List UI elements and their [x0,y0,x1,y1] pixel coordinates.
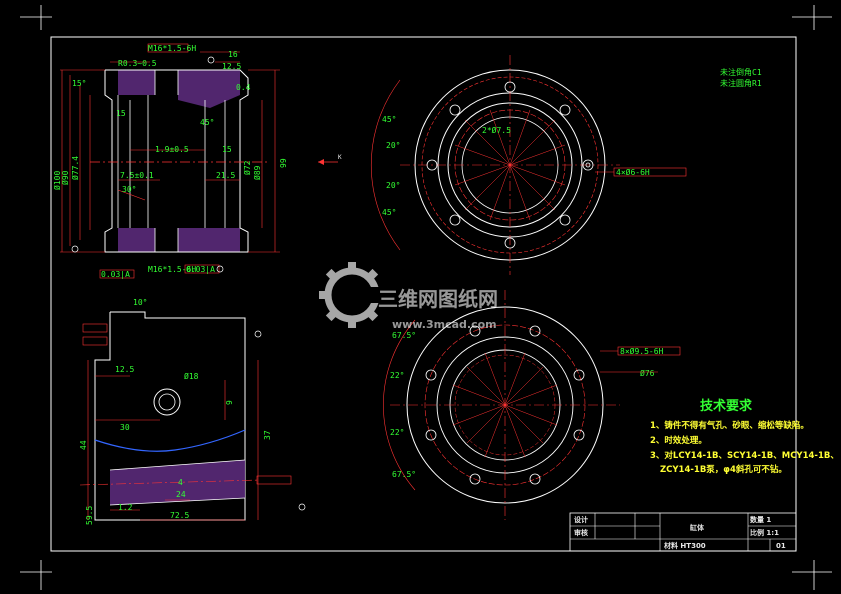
note-val2: R1 [752,79,762,88]
phi72-label: Ø72 [242,160,252,175]
d12-5-label: 12.5 [222,62,241,71]
sheet-frame [20,5,832,590]
watermark-url: www.3mcad.com [392,318,497,331]
tb-sheet: 01 [776,542,786,550]
top-right-notes: 未注倒角 C1 未注圆角 R1 [720,67,762,88]
lower-d4-label: 4 [178,478,183,487]
hatch-bottom-left [118,228,155,252]
lower-d37-label: 37 [263,430,272,440]
angle15-label: 15° [72,79,86,88]
angle67b-label: 67.5° [392,470,416,479]
angle30-label: 30° [122,185,136,194]
center-label: 2*Ø7.5 [482,125,511,135]
hatch-top-right [178,70,240,108]
note-line2: 未注圆角 [720,78,752,88]
lower-d24-label: 24 [176,490,186,499]
d21-5-label: 21.5 [216,171,235,180]
title-block: 设计 审核 缸体 数量 1 比例 1:1 材料 HT300 01 [569,512,797,552]
d16-label: 16 [228,50,238,59]
tb-check: 审核 [574,528,588,537]
tech-requirements: 技术要求 1、铸件不得有气孔、砂眼、缩松等缺陷。 2、时效处理。 3、对LCY1… [650,398,839,475]
svg-text:K: K [338,154,342,161]
angle22a-label: 22° [390,371,404,380]
phi89-label: Ø89 [252,165,262,180]
phi76-label: Ø76 [640,368,655,378]
top-circular-labels: 45° 20° 20° 45° 2*Ø7.5 4×Ø6-6H [382,115,687,217]
bottom-hole-tag-label: 8×Ø9.5-6H [620,346,664,356]
lower-d9-label: 9 [225,400,234,405]
tb-scale: 比例 1:1 [750,528,779,537]
lower-d44-label: 44 [79,440,88,450]
section-arrow-k: K [318,154,342,165]
h99-label: 99 [279,158,288,168]
tech-item-3: 3、对LCY14-1B、SCY14-1B、MCY14-1B、 [650,450,839,461]
angle-note-label: 45° [200,118,214,127]
tech-item-1: 1、铸件不得有气孔、砂眼、缩松等缺陷。 [650,420,809,431]
bore-dim-label: 1.9±0.5 [155,145,189,154]
bottom-circular-view [383,290,620,520]
lower-section-view [79,311,306,521]
watermark: 三维网图纸网 www.3mcad.com [319,262,498,331]
lower-section-labels: 12.5 Ø18 30 44 37 9 1.2 72.5 59.5 24 4 1… [79,298,272,525]
tb-part-name: 缸体 [689,523,705,532]
lower-d59-label: 59.5 [85,506,94,525]
bottom-circular-labels: 67.5° 22° 22° 67.5° Ø76 8×Ø9.5-6H [390,331,681,479]
angle20b-label: 20° [386,181,400,190]
datum-tag2-label: 0.03|A [186,265,215,274]
angle15b-label: 15 [116,109,126,118]
phi90-label: Ø90 [60,170,70,185]
top-circular-view [371,55,620,275]
phi97-label: Ø77.4 [70,156,80,180]
tech-item-4: ZCY14-1B泵，φ4斜孔可不钻。 [660,464,787,475]
watermark-brand: 三维网图纸网 [378,287,498,311]
tb-material: 材料 HT300 [663,541,706,550]
lower-d1-2-label: 1.2 [118,503,133,512]
chamfer-label: R0.3~0.5 [118,59,157,68]
lower-d12-5-label: 12.5 [115,365,134,374]
angle20a-label: 20° [386,141,400,150]
thread-bottom-label: M16*1.5-6H [148,265,196,274]
tech-title: 技术要求 [700,398,753,414]
main-section-view [60,43,280,279]
tech-item-2: 2、时效处理。 [650,435,707,446]
lower-phi18-label: Ø18 [184,371,199,381]
top-hole-tag-label: 4×Ø6-6H [616,167,650,177]
thickness-label: 0.4 [236,83,251,92]
lower-d30-label: 30 [120,423,130,432]
angle45b-label: 45° [382,208,396,217]
d15-label: 15 [222,145,232,154]
tb-design: 设计 [574,515,588,524]
datum-tag-label: 0.03|A [101,270,130,279]
offset-label: 7.5±0.1 [120,171,154,180]
lower-d72-5-label: 72.5 [170,511,189,520]
angle22b-label: 22° [390,428,404,437]
angle45a-label: 45° [382,115,396,124]
hatch-bottom-right [178,228,240,252]
main-section-labels: M16*1.5-6H M16*1.5-6H R0.3~0.5 16 12.5 1… [52,44,288,279]
phi100-label: Ø100 [52,171,62,190]
hatch-top-left [118,70,155,95]
angle67a-label: 67.5° [392,331,416,340]
note-val1: C1 [752,68,762,77]
lower-angle-label: 10° [133,298,147,307]
tb-qty: 数量 1 [750,515,771,524]
note-line1: 未注倒角 [720,67,752,77]
gear-logo-icon [319,262,392,328]
thread-top-label: M16*1.5-6H [148,44,196,53]
